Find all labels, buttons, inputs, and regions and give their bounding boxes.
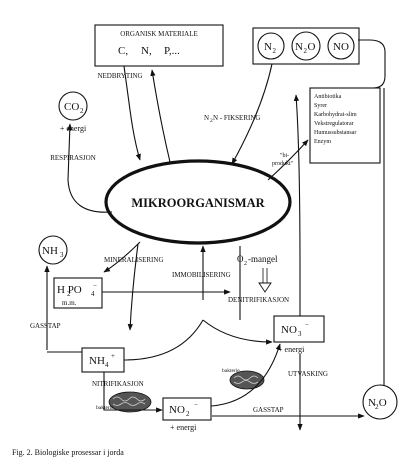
n2o-node-bottom: N O 2 (362, 384, 398, 420)
n2o-label-n: N (295, 41, 303, 53)
double-arrow-shaft (262, 268, 268, 284)
no2-energy: + energi (170, 423, 197, 432)
no3-subscript: 3 (298, 330, 302, 338)
n-fiksering-subscript: 2 (210, 118, 213, 124)
center-label: MIKROORGANISMAR (131, 196, 265, 210)
no-circle (327, 32, 355, 60)
h2po4-subscript-2: 2 (67, 290, 71, 298)
immobilisering-label: IMMOBILISERING (172, 271, 231, 279)
respirasjon-label: RESPIRASJON (50, 154, 96, 162)
nedbryting-label: NEDBRYTING (97, 72, 142, 80)
o2-subscript: 2 (244, 261, 247, 267)
element-p: P,... (164, 45, 180, 57)
arrow-to-organic (150, 69, 171, 163)
nh4-box: NH 4 + (81, 347, 125, 373)
n2-circle (257, 32, 285, 60)
figure-caption: Fig. 2. Biologiske prosessar i jorda (12, 448, 124, 457)
nh3-subscript: 3 (60, 251, 64, 259)
line-nh4-immob (123, 319, 204, 361)
h2po4-mm: m.m. (62, 299, 77, 307)
bakterie-label-left: bakterie (96, 405, 114, 411)
no2-subscript: 2 (186, 410, 190, 418)
co2-subscript: 2 (80, 107, 84, 115)
h2po4-box: H PO 2 4 − m.m. (53, 277, 103, 309)
o2-mangel-label: -mangel (248, 254, 278, 264)
product-item: Enzym (314, 139, 331, 145)
biprodukt-label-line2: produkt" (272, 161, 294, 167)
nh3-label: NH (42, 245, 58, 257)
double-arrow-head (258, 282, 272, 293)
no3-energy: + energi (278, 345, 305, 354)
n2o-label-o: O (308, 41, 316, 53)
gasstap-bottom-label: GASSTAP (253, 406, 284, 414)
n2o-subscript: 2 (304, 47, 308, 55)
arrow-mineral-down (127, 243, 139, 331)
product-item: Vekstregulatorar (314, 121, 354, 127)
nh4-charge: + (111, 352, 115, 360)
element-n: N, (141, 45, 152, 57)
n2o-bottom-label: N O (368, 397, 387, 409)
h2po4-charge: − (93, 282, 97, 290)
loop-right-connector (310, 39, 386, 89)
element-c: C, (118, 45, 128, 57)
bakterie-label-right: bakterie (222, 368, 240, 374)
nh4-label: NH (89, 355, 105, 367)
organic-matter-title: ORGANISK MATERIALE (120, 30, 198, 38)
nh3-node: NH 3 (38, 235, 68, 265)
microorganisms-ellipse: MIKROORGANISMAR (104, 159, 292, 245)
no2-charge: − (194, 401, 198, 409)
o2-prefix: O (237, 254, 244, 264)
nh4-subscript: 4 (105, 361, 109, 369)
mineralisering-label: MINERALISERING (104, 256, 164, 264)
arrow-fiksering (231, 63, 273, 165)
n2-subscript: 2 (273, 47, 277, 55)
n-fiksering-label: N - FIKSERING (213, 114, 260, 122)
no3-label: NO (281, 324, 297, 336)
arrow-respirasjon (67, 123, 113, 213)
product-item: Antibiotika (314, 94, 342, 100)
no3-charge: − (305, 321, 309, 329)
bacteria-blob-right: bakterie (222, 368, 265, 390)
n2o-bottom-subscript: 2 (375, 403, 379, 411)
gasstap-left-label: GASSTAP (30, 322, 61, 330)
co2-node: CO 2 + energi (58, 91, 88, 133)
denitrifikasjon-label: DENITRIFIKASJON (228, 296, 289, 304)
gas-box-top: N 2 N 2 O NO (252, 27, 360, 65)
nitrifikasjon-label: NITRIFIKASJON (92, 380, 144, 388)
organic-matter-box: ORGANISK MATERIALE C, N, P,... (94, 24, 224, 67)
n2o-circle (291, 31, 321, 61)
h2po4-subscript-4: 4 (91, 290, 95, 298)
arrow-no2-to-no3 (210, 343, 281, 407)
no-label: NO (333, 41, 349, 53)
utvasking-label: UTVASKING (288, 370, 328, 378)
product-item: Syrer (314, 103, 327, 109)
h2po4-label: H PO (57, 284, 82, 296)
arrow-nh4-to-no2 (103, 372, 163, 413)
n-fiksering-prefix: N (204, 114, 209, 122)
product-item: Humussubstansar (314, 130, 356, 136)
arrow-to-no3 (202, 319, 273, 345)
bacteria-blob-left: bakterie (96, 391, 152, 413)
arrow-biprodukt (267, 139, 309, 181)
products-box: Antibiotika Syrer Karbohydrat-slim Vekst… (309, 87, 381, 164)
arrow-denitrifikasjon (293, 94, 301, 318)
biprodukt-label-line1: "bi- (280, 153, 289, 159)
arrow-nedbryting (123, 65, 141, 161)
co2-label: CO (64, 101, 79, 113)
product-item: Karbohydrat-slim (314, 112, 357, 118)
n2-label: N (264, 41, 272, 53)
no3-box: NO 3 − + energi (273, 315, 325, 354)
no2-box: NO 2 − + energi (162, 397, 212, 432)
no2-label: NO (169, 404, 185, 416)
arrow-mineralisering (103, 241, 141, 273)
co2-energy: + energi (60, 124, 87, 133)
